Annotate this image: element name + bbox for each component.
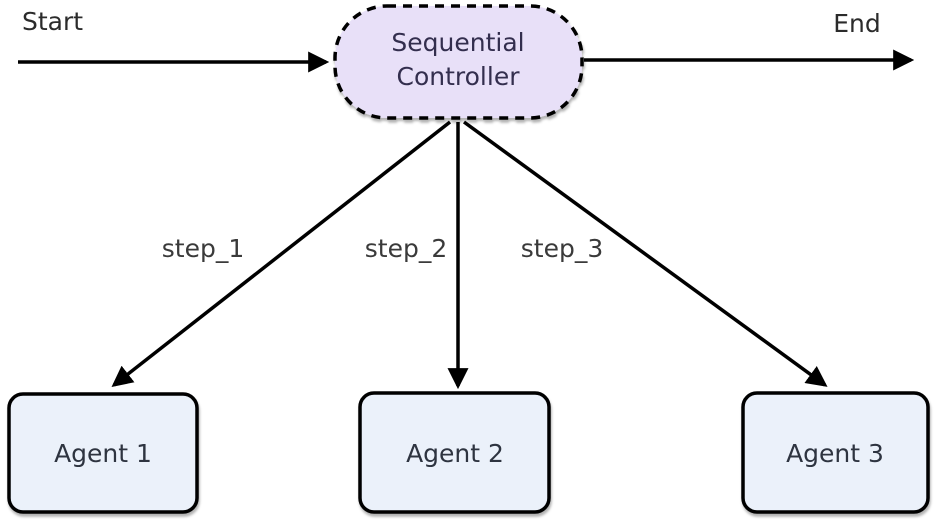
agent-1-shape: [7, 392, 199, 514]
end-label: End: [833, 9, 881, 38]
controller-label-line1: Sequential: [391, 28, 524, 57]
agent-1-label: Agent 1: [54, 439, 152, 468]
edge-label-step-2: step_2: [365, 234, 447, 263]
edge-step-1-arrow: [111, 120, 452, 387]
agent-3-shape: [741, 391, 930, 514]
agent-2-shape: [358, 391, 551, 514]
edge-step-3-arrow: [462, 120, 828, 387]
controller-label-line2: Controller: [397, 62, 521, 91]
agent-2-node: Agent 2: [358, 391, 551, 514]
agent-1-node: Agent 1: [7, 392, 199, 514]
start-label: Start: [22, 7, 83, 36]
edge-label-step-1: step_1: [162, 234, 244, 263]
edge-label-step-3: step_3: [521, 234, 603, 263]
controller-node: Sequential Controller: [333, 4, 584, 120]
controller-shape: [333, 4, 584, 120]
agent-2-label: Agent 2: [406, 439, 504, 468]
agent-3-label: Agent 3: [786, 439, 884, 468]
agent-3-node: Agent 3: [741, 391, 930, 514]
